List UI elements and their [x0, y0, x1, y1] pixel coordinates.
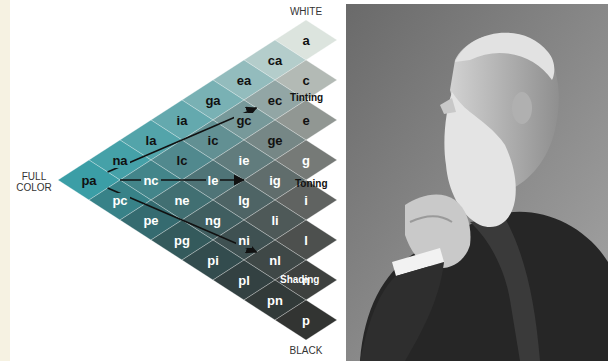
cell-notation: le [206, 173, 221, 188]
cell-notation: ia [175, 113, 190, 128]
cell-notation: ga [203, 93, 222, 108]
cell-notation: ie [237, 153, 252, 168]
cell-notation: na [110, 153, 129, 168]
cell-notation: p [300, 313, 312, 328]
cell-notation: gc [234, 113, 253, 128]
arrow-label: Toning [295, 178, 328, 189]
direction-arrow [120, 179, 244, 181]
cell-rhombus [275, 300, 337, 340]
cell-notation: pg [172, 233, 192, 248]
axis-label: WHITE [276, 6, 336, 18]
axis-label: BLACK [276, 345, 336, 357]
portrait-photo [346, 4, 608, 361]
cell-notation: lg [236, 193, 252, 208]
cell-notation: c [300, 73, 311, 88]
cell-notation: i [302, 193, 310, 208]
cell-notation: ni [236, 233, 252, 248]
cell-notation: ng [203, 213, 223, 228]
cell-notation: ec [266, 93, 284, 108]
arrow-label: Shading [280, 274, 319, 285]
cell-notation: pa [79, 173, 98, 188]
cell-notation: lc [175, 153, 190, 168]
cell-notation: ge [265, 133, 284, 148]
cell-notation: la [144, 133, 159, 148]
cell-notation: ne [172, 193, 191, 208]
page-strip [0, 0, 10, 361]
cell-notation: pe [141, 213, 160, 228]
axis-label: FULL COLOR [14, 171, 54, 194]
cell-notation: e [300, 113, 311, 128]
cell-notation: nl [267, 253, 283, 268]
cell-notation: ic [206, 133, 221, 148]
direction-arrow [108, 108, 257, 172]
cell-notation: ea [235, 73, 253, 88]
cell-notation: pc [110, 193, 129, 208]
cell-notation: pi [205, 253, 221, 268]
arrow-label: Tinting [290, 92, 323, 103]
cell-notation: l [302, 233, 310, 248]
cell-notation: li [269, 213, 280, 228]
cell-notation: a [300, 33, 311, 48]
cell-notation: pl [236, 273, 252, 288]
cell-notation: ca [266, 53, 284, 68]
cell-notation: g [300, 153, 312, 168]
cell-notation: nc [141, 173, 160, 188]
cell-notation: ig [267, 173, 283, 188]
direction-arrow [108, 188, 257, 252]
cell-notation: pn [265, 293, 285, 308]
